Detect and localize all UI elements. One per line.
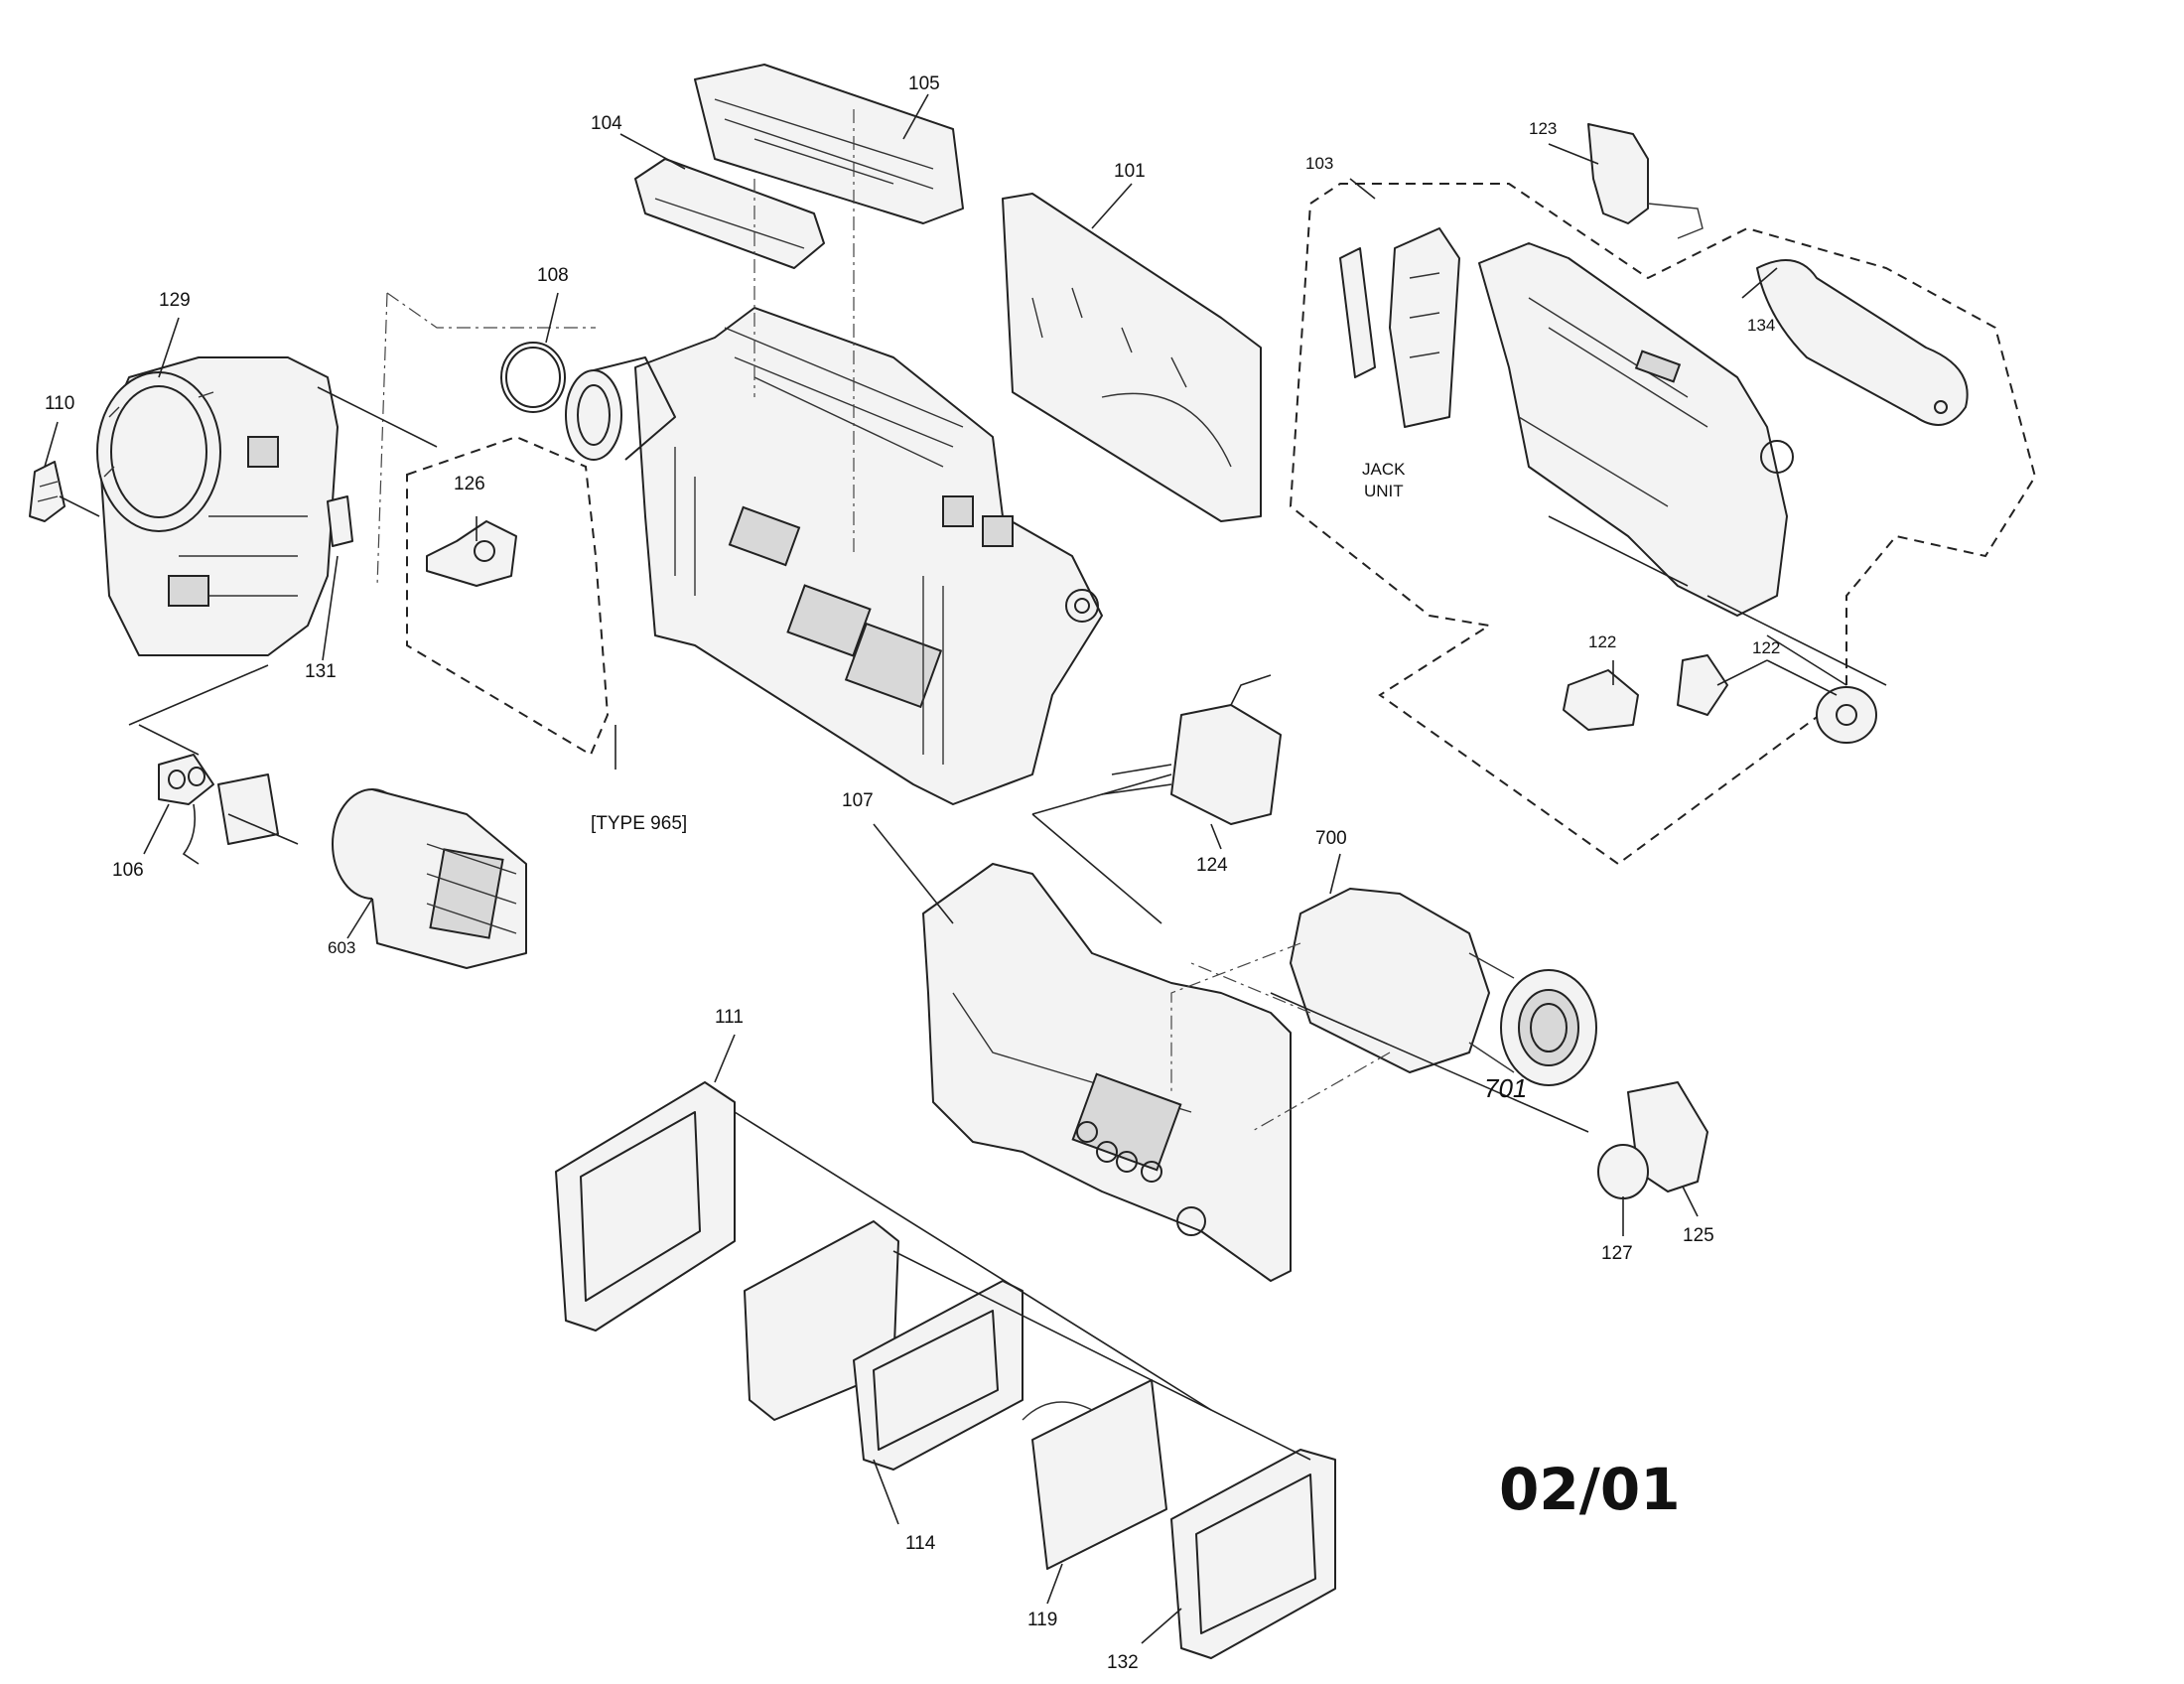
label-129: 129 bbox=[159, 290, 191, 311]
label-105: 105 bbox=[908, 73, 940, 94]
part-123-switch bbox=[1587, 123, 1704, 239]
part-labels: 105 104 101 103 123 134 108 126 129 110 … bbox=[45, 73, 1780, 1673]
label-603: 603 bbox=[328, 938, 355, 957]
label-101: 101 bbox=[1114, 161, 1146, 182]
label-104: 104 bbox=[591, 113, 622, 134]
group-outline-type-965 bbox=[406, 435, 610, 757]
part-110-clip bbox=[29, 461, 66, 522]
part-108-ring bbox=[500, 342, 566, 413]
label-132: 132 bbox=[1107, 1652, 1139, 1673]
label-type-965: [TYPE 965] bbox=[591, 813, 687, 834]
part-107-side-case bbox=[922, 863, 1292, 1282]
part-132-lcd-front-frame bbox=[1170, 1449, 1336, 1659]
part-103-jack-board bbox=[1339, 227, 1460, 428]
label-122a: 122 bbox=[1588, 632, 1616, 651]
label-107: 107 bbox=[842, 790, 874, 811]
alignment-lines bbox=[376, 109, 1391, 1133]
part-105-top-cover bbox=[694, 64, 964, 224]
part-124-mic-assembly bbox=[1101, 674, 1282, 825]
part-111-lcd-back bbox=[555, 1081, 736, 1332]
part-126-sensor bbox=[426, 520, 517, 587]
label-126: 126 bbox=[454, 474, 485, 494]
label-123: 123 bbox=[1529, 119, 1557, 138]
leader-lines bbox=[44, 93, 1838, 1644]
part-700-lens-unit bbox=[1290, 888, 1597, 1086]
part-106-mic-holder bbox=[158, 754, 279, 865]
group-outline-jack-unit bbox=[1289, 183, 2037, 866]
part-101-side-panel bbox=[1002, 193, 1262, 522]
part-114-lcd-frame bbox=[744, 1220, 1024, 1471]
label-134: 134 bbox=[1747, 316, 1775, 335]
part-131-bracket bbox=[327, 495, 353, 547]
label-119: 119 bbox=[1027, 1610, 1057, 1630]
label-108: 108 bbox=[537, 265, 569, 286]
label-106: 106 bbox=[112, 860, 144, 881]
part-main-chassis bbox=[634, 307, 1103, 805]
part-grip-frame bbox=[1478, 242, 1794, 617]
label-103: 103 bbox=[1305, 154, 1333, 173]
label-jack-unit-1: JACK bbox=[1362, 460, 1406, 479]
date-stamp: 02/01 bbox=[1499, 1456, 1681, 1523]
part-127-lens-cap bbox=[1597, 1144, 1649, 1199]
label-110: 110 bbox=[45, 393, 74, 414]
part-129-front-housing bbox=[96, 356, 339, 656]
part-119-lcd-sheet bbox=[1022, 1379, 1167, 1570]
assembly-lines bbox=[59, 386, 1887, 1461]
label-127: 127 bbox=[1601, 1243, 1633, 1264]
label-125: 125 bbox=[1683, 1225, 1714, 1246]
label-131: 131 bbox=[305, 661, 337, 682]
label-111: 111 bbox=[715, 1007, 744, 1028]
part-122-connectors bbox=[1563, 654, 1877, 744]
label-124: 124 bbox=[1196, 855, 1228, 876]
label-114: 114 bbox=[905, 1533, 936, 1554]
part-603-motor bbox=[332, 788, 527, 969]
label-122b: 122 bbox=[1752, 638, 1780, 657]
part-134-hand-strap bbox=[1756, 259, 1969, 426]
part-body-lens-mount bbox=[565, 356, 676, 461]
label-jack-unit-2: UNIT bbox=[1364, 482, 1404, 500]
label-701: 701 bbox=[1484, 1073, 1527, 1103]
label-700: 700 bbox=[1315, 828, 1347, 849]
